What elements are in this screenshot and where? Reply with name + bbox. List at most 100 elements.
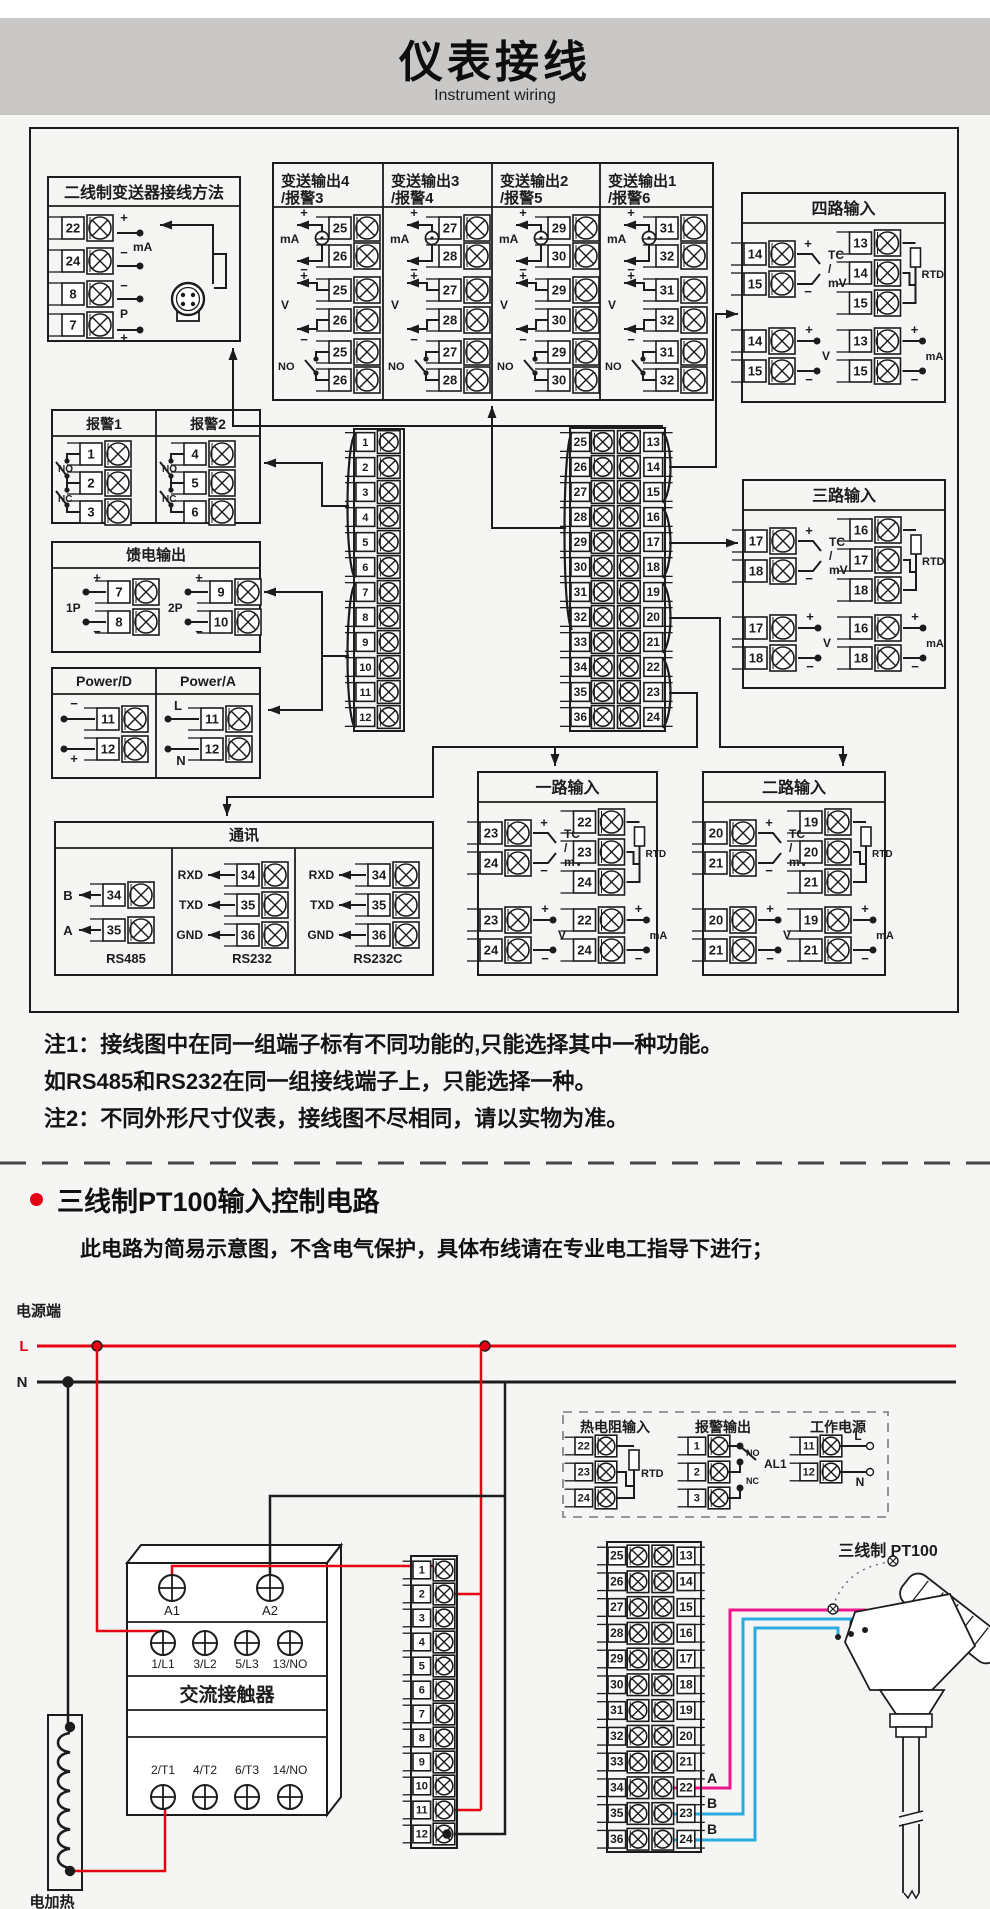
screw-circle xyxy=(618,631,640,653)
label: 6 xyxy=(191,505,198,520)
terminal-number-cell xyxy=(643,506,664,528)
terminal-number-cell xyxy=(743,359,767,383)
contact-dot xyxy=(168,458,174,464)
label: NO xyxy=(388,361,405,373)
label: 2 xyxy=(419,1589,425,1601)
label: 20 xyxy=(647,610,661,624)
screw-slot xyxy=(381,434,396,450)
screw-slot xyxy=(631,1781,645,1795)
junction-dot xyxy=(869,946,877,954)
label: 30 xyxy=(574,560,588,574)
arrowhead-icon xyxy=(264,458,276,468)
screw-slot xyxy=(381,534,396,550)
terminal-number-cell xyxy=(236,863,260,887)
terminal-number-cell xyxy=(107,610,131,634)
section-heading-row: 三线制PT100输入控制电路 xyxy=(30,1180,380,1219)
label: − xyxy=(300,332,308,347)
label: TXD xyxy=(310,898,334,912)
junction-dot xyxy=(60,715,68,723)
label: N xyxy=(856,1475,865,1489)
junction-dot xyxy=(919,367,926,375)
screw-slot xyxy=(577,371,595,389)
screw-circle xyxy=(770,242,794,266)
label: 14 xyxy=(748,247,763,262)
terminal-number-cell xyxy=(607,1649,627,1669)
dot xyxy=(865,1467,875,1477)
label: 电源端 xyxy=(16,1302,61,1320)
label: GND xyxy=(176,928,203,942)
screw-circle xyxy=(574,244,598,268)
label: N xyxy=(176,753,185,768)
label: 28 xyxy=(610,1626,624,1640)
label: 24 xyxy=(578,1493,591,1505)
screw-circle xyxy=(618,556,640,578)
screw-terminal-icon xyxy=(353,276,381,304)
label: NO xyxy=(497,361,514,373)
label: mV xyxy=(829,563,848,577)
terminal-number-cell xyxy=(570,456,591,478)
screw-circle xyxy=(653,1572,673,1592)
contact-dot xyxy=(64,458,70,464)
dot xyxy=(64,1865,76,1877)
module-box xyxy=(272,162,714,401)
screw-circle xyxy=(826,908,850,932)
screw-circle xyxy=(599,938,624,962)
junction-dot xyxy=(549,916,557,924)
wire xyxy=(447,1382,507,1836)
group-bracket xyxy=(563,431,573,631)
label: 6 xyxy=(362,562,368,574)
label: A2 xyxy=(262,1603,278,1618)
label: 29 xyxy=(552,283,566,298)
label: 33 xyxy=(574,635,588,649)
label: 32 xyxy=(660,249,674,264)
label: mA xyxy=(280,232,300,246)
element-zigzag xyxy=(903,1889,920,1900)
terminal-number-cell xyxy=(704,851,728,875)
screw-slot xyxy=(266,926,284,944)
screw-circle xyxy=(434,1704,454,1724)
label: − xyxy=(120,245,128,260)
label: 27 xyxy=(610,1600,624,1614)
label: 13 xyxy=(853,334,867,349)
screw-slot xyxy=(381,609,396,625)
label: 22 xyxy=(577,913,591,928)
label: B xyxy=(707,1821,717,1837)
label: 1/L1 xyxy=(151,1657,175,1671)
screw-slot xyxy=(656,1729,670,1743)
terminal-number-cell xyxy=(570,481,591,503)
label: 14 xyxy=(748,334,763,349)
label: − xyxy=(627,332,635,347)
screw-slot xyxy=(577,247,595,265)
label: − xyxy=(911,372,919,387)
arrowhead-icon xyxy=(208,900,220,910)
screw-circle xyxy=(129,918,153,942)
screw-slot xyxy=(656,1626,670,1640)
arrowhead-icon xyxy=(487,406,497,418)
junction-dot xyxy=(736,1484,744,1492)
screw-slot xyxy=(631,1729,645,1743)
label: + xyxy=(804,236,812,251)
pin-dot xyxy=(190,292,196,298)
label: 3 xyxy=(362,487,368,499)
label: 3 xyxy=(694,1493,700,1505)
junction-dot xyxy=(136,295,144,303)
terminal-number-cell xyxy=(61,313,85,337)
terminal-number-cell xyxy=(355,631,376,653)
label: − xyxy=(804,284,812,299)
terminal-number-cell xyxy=(643,431,664,453)
screw-slot xyxy=(599,1439,613,1453)
label: + xyxy=(805,523,813,538)
terminal-number-cell xyxy=(643,556,664,578)
screw-circle xyxy=(378,681,399,703)
label: mA xyxy=(926,351,944,363)
label: RXD xyxy=(178,868,204,882)
screw-circle xyxy=(653,1752,673,1772)
screw-slot xyxy=(603,873,620,891)
terminal-number-cell xyxy=(676,1675,696,1695)
screw-slot xyxy=(381,584,396,600)
screw-slot xyxy=(599,1491,613,1505)
label: NC xyxy=(162,494,176,505)
screw-slot xyxy=(774,562,792,580)
screw-circle xyxy=(592,656,613,678)
screw-circle xyxy=(592,531,613,553)
